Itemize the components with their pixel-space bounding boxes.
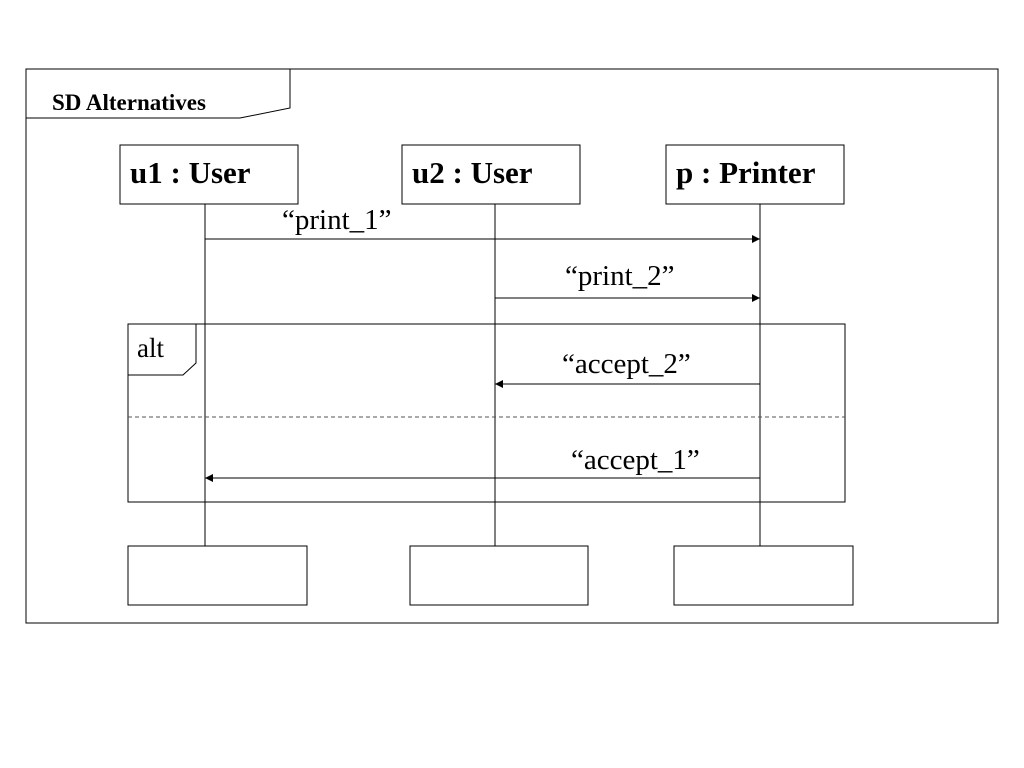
message-label-print-2: “print_2”: [565, 260, 675, 292]
message-label-accept-1: “accept_1”: [571, 444, 700, 476]
frame-title: SD Alternatives: [52, 90, 206, 115]
message-print-2: “print_2”: [495, 260, 760, 302]
message-print-1: “print_1”: [205, 204, 760, 243]
message-accept-1: “accept_1”: [205, 444, 760, 482]
lifeline-u1: u1 : User: [119, 144, 299, 205]
lifeline-end-u2: [409, 545, 589, 606]
diagram-frame: [25, 68, 999, 624]
lifeline-u2: u2 : User: [401, 144, 581, 205]
lifeline-label-u1: u1 : User: [130, 155, 251, 190]
lifeline-head-p: [665, 144, 845, 205]
lifeline-p: p : Printer: [665, 144, 845, 205]
lifeline-end-p: [673, 545, 854, 606]
frame-title-tab: [26, 69, 291, 119]
lifeline-label-p: p : Printer: [676, 155, 816, 190]
lifeline-label-u2: u2 : User: [412, 155, 533, 190]
alt-operator-tab: [128, 324, 197, 376]
message-label-accept-2: “accept_2”: [562, 348, 691, 380]
message-accept-2: “accept_2”: [495, 348, 760, 388]
lifeline-end-u1: [127, 545, 308, 606]
alt-operator-label: alt: [137, 333, 164, 363]
lifeline-head-u1: [119, 144, 299, 205]
message-label-print-1: “print_1”: [282, 204, 392, 236]
alt-fragment: [127, 323, 846, 503]
lifeline-head-u2: [401, 144, 581, 205]
